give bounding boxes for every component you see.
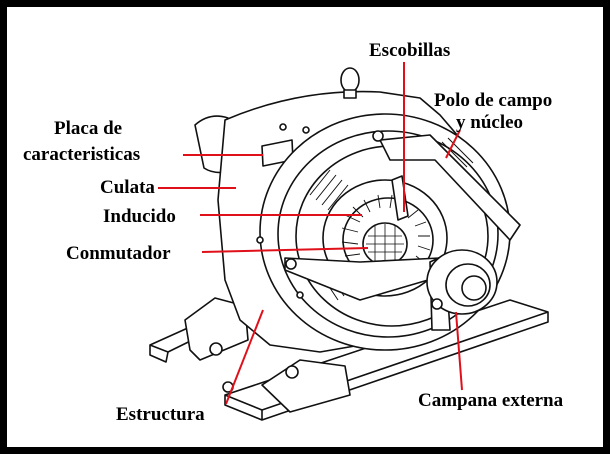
label-polo-line1: Polo de campo (434, 90, 553, 111)
leader-lines (158, 62, 463, 405)
bolt (372, 130, 384, 142)
foot-left (184, 297, 249, 361)
label-placa-line2: caracteristicas (23, 144, 141, 165)
bolt (279, 123, 287, 131)
bracket-arm-top (379, 134, 521, 241)
bolt (285, 258, 297, 270)
bolt (256, 236, 264, 244)
bolt (209, 342, 223, 356)
bolt (302, 126, 310, 134)
label-culata: Culata (100, 177, 155, 198)
foot-front (261, 359, 351, 413)
lifting-eye (340, 67, 360, 93)
leader-conmutador (201, 247, 369, 253)
label-campana-externa: Campana externa (418, 390, 564, 411)
label-inducido: Inducido (103, 206, 176, 227)
lifting-eye-base (343, 89, 357, 99)
bolt (285, 365, 299, 379)
motor-illustration (149, 67, 549, 421)
leader-estructura (225, 309, 264, 405)
commutator-bars (366, 224, 404, 264)
label-polo-line2: y núcleo (456, 112, 524, 133)
label-placa-line1: Placa de (54, 118, 123, 139)
bolt (431, 298, 443, 310)
leader-campana (455, 311, 463, 391)
label-conmutador: Conmutador (66, 243, 171, 264)
label-escobillas: Escobillas (369, 40, 451, 61)
label-estructura: Estructura (116, 404, 205, 425)
bolt (296, 291, 304, 299)
leader-polo (445, 129, 461, 159)
shaft-end (461, 275, 487, 301)
